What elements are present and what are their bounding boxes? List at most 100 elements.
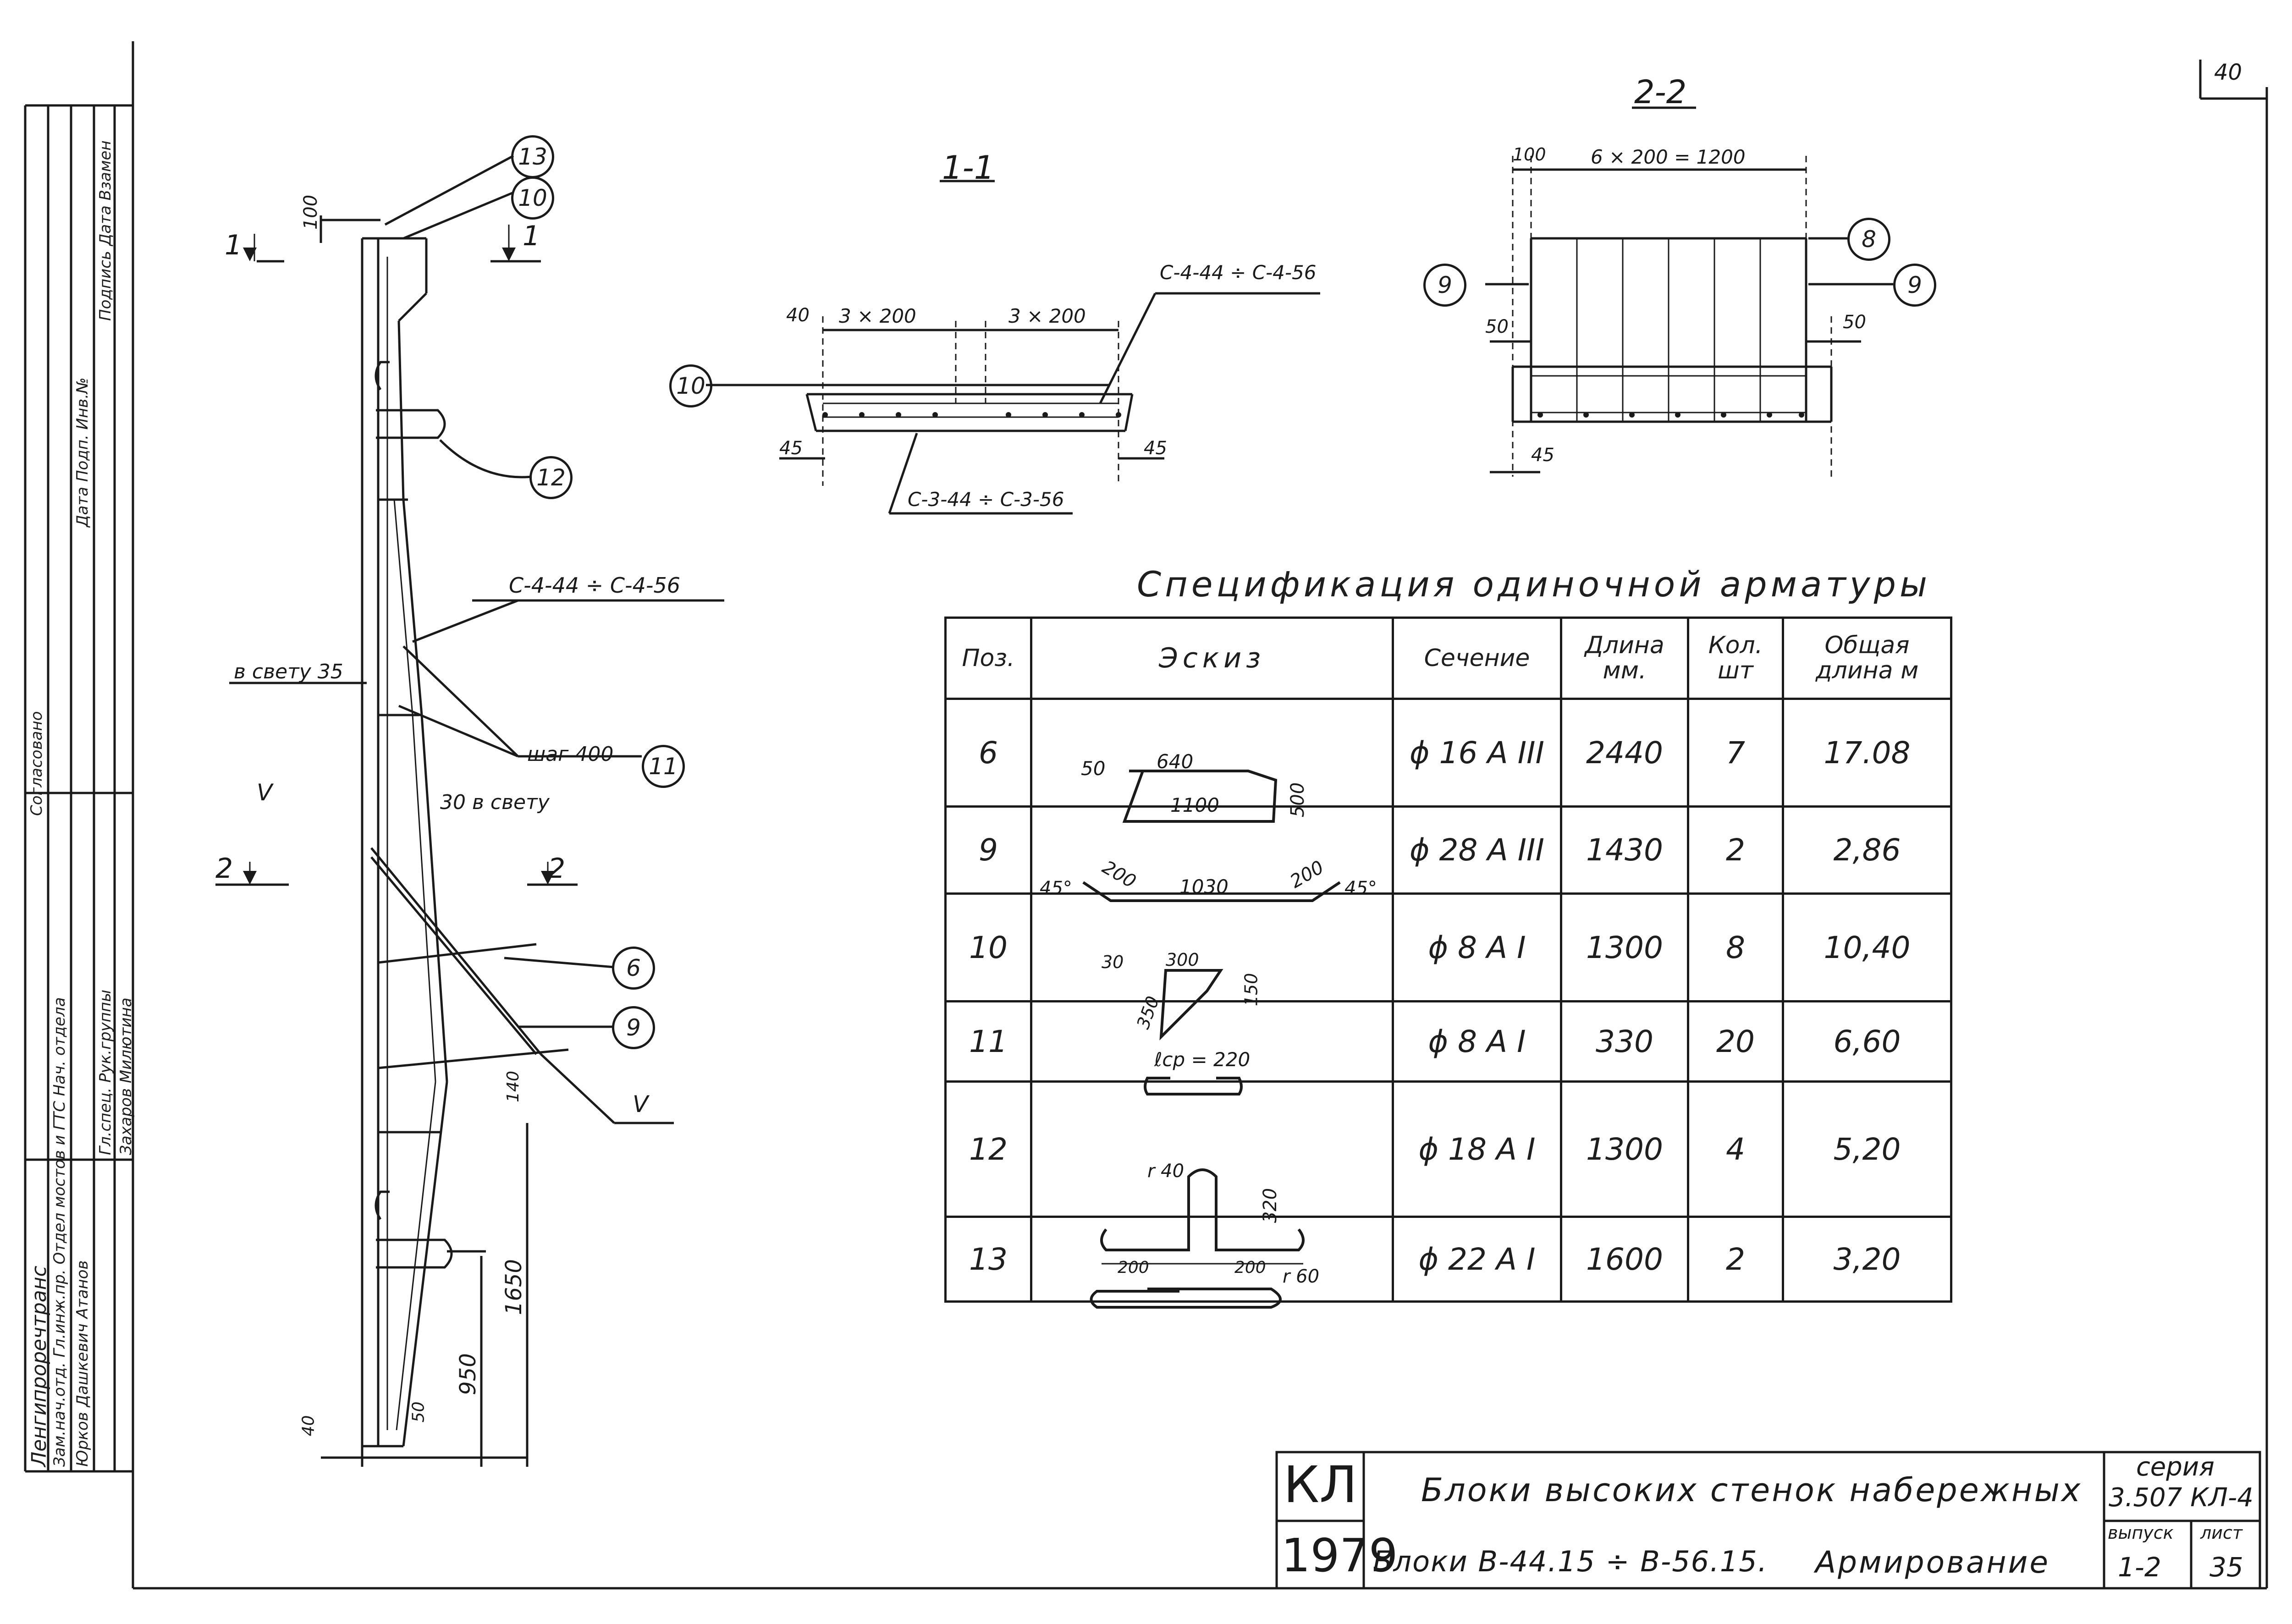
table-row: 10 30 300 350 150 ϕ 8 А I 1300 8 10,40 — [944, 892, 1952, 1040]
cell-qty: 2 — [1687, 1216, 1784, 1303]
spec-header-row: Поз. Эскиз Сечение Длина мм. Кол. шт Общ… — [944, 617, 1952, 700]
dim-12-d: 200 — [1234, 1258, 1266, 1277]
callout-6: 6 — [612, 947, 655, 990]
cell-total: 5,20 — [1782, 1080, 1952, 1218]
mark-v-top: V — [257, 779, 273, 806]
s11-dim3x200-b: 3 × 200 — [1008, 305, 1086, 327]
cell-total: 6,60 — [1782, 1000, 1952, 1083]
table-row: 13 r 60 ϕ 22 А I 1600 2 3,20 — [944, 1216, 1952, 1309]
table-row: 6 50 640 1100 500 ϕ 16 А III 2440 7 17. — [944, 698, 1952, 823]
s11-label-c3: С-3-44 ÷ С-3-56 — [908, 488, 1064, 511]
dim-12-a: r 40 — [1147, 1161, 1185, 1182]
cell-qty: 2 — [1687, 805, 1784, 895]
side-stamp-org: Ленгипроречтранс — [28, 1266, 51, 1467]
dim-12-b: 320 — [1260, 1188, 1281, 1223]
dim-6-d: 500 — [1287, 782, 1309, 818]
s11-dim40: 40 — [786, 305, 810, 326]
dim-top-100: 100 — [300, 194, 322, 230]
dim-10-a: 30 — [1102, 952, 1124, 972]
spec-table: Поз. Эскиз Сечение Длина мм. Кол. шт Общ… — [944, 617, 1952, 1309]
cell-qty: 20 — [1687, 1000, 1784, 1083]
bar-shape-13 — [1090, 1288, 1282, 1309]
s11-dim45-a: 45 — [779, 438, 803, 459]
section-1-title: 1-1 — [942, 149, 995, 187]
cell-length: 1430 — [1560, 805, 1689, 895]
bar-shape-9 — [1082, 881, 1341, 902]
cell-sketch: r 60 — [1030, 1216, 1394, 1309]
section-2-title: 2-2 — [1634, 73, 1687, 111]
callout-10-section: 10 — [669, 364, 712, 407]
bar-shape-6 — [1122, 770, 1278, 823]
series-value: 3.507 КЛ-4 — [2109, 1483, 2253, 1513]
dim-950: 950 — [455, 1353, 481, 1395]
side-stamp-roles: Зам.нач.отд. Гл.инж.пр. Отдел мостов и Г… — [50, 997, 69, 1467]
dim-12-c: 200 — [1118, 1258, 1149, 1277]
cell-section: ϕ 16 А III — [1392, 698, 1562, 808]
s11-label-c4: С-4-44 ÷ С-4-56 — [1160, 261, 1317, 284]
header-sketch: Эскиз — [1030, 617, 1394, 700]
cell-length: 1300 — [1560, 1080, 1689, 1218]
cut-1-left: 1 — [225, 229, 242, 261]
label-svetu30: 30 в свету — [440, 791, 550, 814]
cell-qty: 7 — [1687, 698, 1784, 808]
table-row: 11 ℓср = 220 ϕ 8 А I 330 20 6,60 — [944, 1000, 1952, 1096]
s22-dim50-a: 50 — [1485, 316, 1509, 337]
cell-sketch: r 40 320 200 200 — [1030, 1080, 1394, 1277]
sheet-number: 40 — [2214, 60, 2242, 85]
cell-pos: 6 — [944, 698, 1032, 808]
cell-total: 17.08 — [1782, 698, 1952, 808]
cell-pos: 10 — [944, 892, 1032, 1002]
mark-v-bottom: V — [633, 1091, 649, 1118]
dim-140: 140 — [503, 1071, 523, 1102]
s22-dim6x200: 6 × 200 = 1200 — [1591, 146, 1746, 168]
dim-50-bottom: 50 — [409, 1401, 428, 1423]
s22-dim45: 45 — [1531, 445, 1554, 466]
dim-13-a: r 60 — [1283, 1266, 1320, 1287]
cell-section: ϕ 22 А I — [1392, 1216, 1562, 1303]
sheet-label: лист — [2200, 1523, 2243, 1543]
dim-9-a: 45° — [1040, 877, 1072, 899]
side-stamp-date: Дата Подп. Инв.№ — [73, 377, 92, 527]
dim-11-a: ℓср = 220 — [1154, 1048, 1251, 1071]
header-pos: Поз. — [944, 617, 1032, 700]
series-label: серия — [2136, 1452, 2215, 1482]
cell-length: 1300 — [1560, 892, 1689, 1002]
cell-qty: 4 — [1687, 1080, 1784, 1218]
callout-8: 8 — [1847, 218, 1890, 261]
s11-dim45-b: 45 — [1144, 438, 1167, 459]
s11-dim3x200-a: 3 × 200 — [839, 305, 916, 327]
title-year: 1979 — [1281, 1529, 1398, 1582]
cell-pos: 9 — [944, 805, 1032, 895]
callout-10-elev: 10 — [511, 176, 554, 220]
cell-length: 1600 — [1560, 1216, 1689, 1303]
dim-1650: 1650 — [501, 1259, 527, 1316]
header-length: Длина мм. — [1560, 617, 1689, 700]
cell-total: 3,20 — [1782, 1216, 1952, 1303]
callout-9-left: 9 — [1423, 264, 1466, 307]
title-main: Блоки высоких стенок набережных — [1421, 1471, 2083, 1509]
sheet-value: 35 — [2209, 1552, 2243, 1583]
table-row: 12 r 40 320 200 200 ϕ 18 А I 1300 — [944, 1080, 1952, 1277]
side-stamp-names-2: Захаров Милютина — [117, 997, 135, 1155]
callout-11: 11 — [642, 745, 685, 788]
header-total: Общая длина м — [1782, 617, 1952, 700]
cell-length: 330 — [1560, 1000, 1689, 1083]
cut-2-right: 2 — [548, 853, 566, 885]
s22-dim100: 100 — [1513, 144, 1546, 165]
bar-shape-11 — [1144, 1077, 1243, 1096]
cell-section: ϕ 8 А I — [1392, 892, 1562, 1002]
label-c4-elevation: С-4-44 ÷ С-4-56 — [509, 573, 681, 598]
dim-9-c: 1030 — [1179, 875, 1229, 898]
cell-sketch: 30 300 350 150 — [1030, 892, 1394, 1040]
cut-2-left: 2 — [215, 853, 233, 885]
title-org: КЛ — [1284, 1455, 1357, 1514]
bar-shape-10 — [1159, 969, 1223, 1040]
cell-section: ϕ 18 А I — [1392, 1080, 1562, 1218]
dim-6-c: 1100 — [1170, 794, 1219, 816]
callout-12: 12 — [529, 456, 573, 499]
issue-label: выпуск — [2108, 1523, 2174, 1543]
side-stamp-roles-2: Гл.спец. Рук.группы — [96, 990, 115, 1155]
callout-9-right: 9 — [1893, 264, 1936, 307]
